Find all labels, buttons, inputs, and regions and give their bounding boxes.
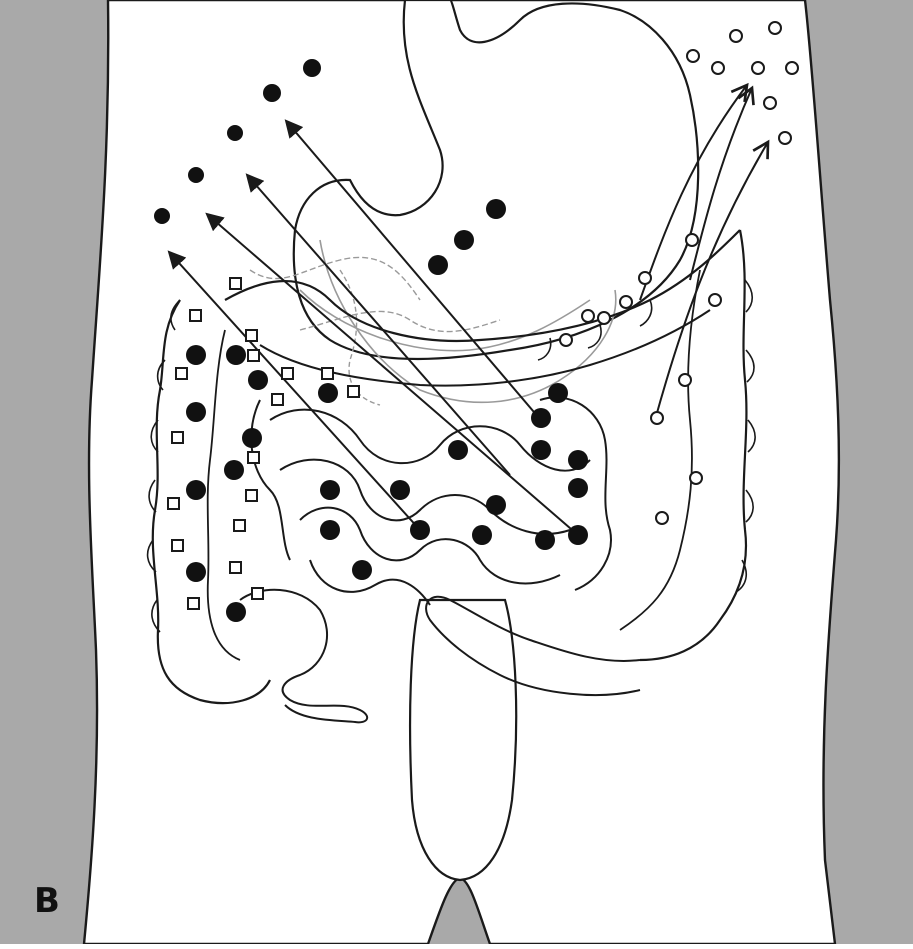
open-square (246, 490, 257, 501)
filled-dot (352, 560, 372, 580)
open-circle (687, 50, 699, 62)
open-circle (620, 296, 632, 308)
open-circle (679, 374, 691, 386)
open-circle (786, 62, 798, 74)
open-circle (752, 62, 764, 74)
filled-dot (226, 602, 246, 622)
filled-dot (472, 525, 492, 545)
filled-dot (454, 230, 474, 250)
filled-dot (486, 199, 506, 219)
open-circle (779, 132, 791, 144)
filled-dot (186, 402, 206, 422)
open-circle (560, 334, 572, 346)
open-square (272, 394, 283, 405)
filled-dot (486, 495, 506, 515)
filled-dot (531, 408, 551, 428)
open-circle (639, 272, 651, 284)
filled-dot (224, 460, 244, 480)
bladder (410, 600, 516, 880)
open-circle (690, 472, 702, 484)
open-square (172, 540, 183, 551)
filled-dot (318, 383, 338, 403)
open-square (188, 598, 199, 609)
filled-dot (186, 480, 206, 500)
filled-dot (188, 167, 204, 183)
filled-dot (568, 478, 588, 498)
panel-label: B (34, 884, 60, 918)
open-square (246, 330, 257, 341)
filled-dot (303, 59, 321, 77)
filled-dot (186, 345, 206, 365)
filled-dot (548, 383, 568, 403)
filled-dot (568, 525, 588, 545)
filled-dot (226, 345, 246, 365)
filled-dot (410, 520, 430, 540)
filled-dot (428, 255, 448, 275)
open-circle (769, 22, 781, 34)
open-square (168, 498, 179, 509)
open-circle (764, 97, 776, 109)
open-circle (712, 62, 724, 74)
open-square (176, 368, 187, 379)
open-square (252, 588, 263, 599)
filled-dot (531, 440, 551, 460)
filled-dot (568, 450, 588, 470)
filled-dot (248, 370, 268, 390)
open-square (230, 278, 241, 289)
open-square (190, 310, 201, 321)
filled-dot (535, 530, 555, 550)
open-circle (582, 310, 594, 322)
open-square (172, 432, 183, 443)
open-square (248, 452, 259, 463)
open-circle (656, 512, 668, 524)
open-circle (598, 312, 610, 324)
open-square (234, 520, 245, 531)
open-circle (709, 294, 721, 306)
open-square (348, 386, 359, 397)
filled-dot (390, 480, 410, 500)
open-square (248, 350, 259, 361)
open-circle (686, 234, 698, 246)
filled-dot (186, 562, 206, 582)
filled-dot (227, 125, 243, 141)
filled-dot (263, 84, 281, 102)
filled-dot (320, 520, 340, 540)
filled-dot (154, 208, 170, 224)
filled-dot (320, 480, 340, 500)
filled-dot (448, 440, 468, 460)
open-square (322, 368, 333, 379)
open-square (282, 368, 293, 379)
open-circle (651, 412, 663, 424)
filled-dot (242, 428, 262, 448)
open-circle (730, 30, 742, 42)
open-square (230, 562, 241, 573)
